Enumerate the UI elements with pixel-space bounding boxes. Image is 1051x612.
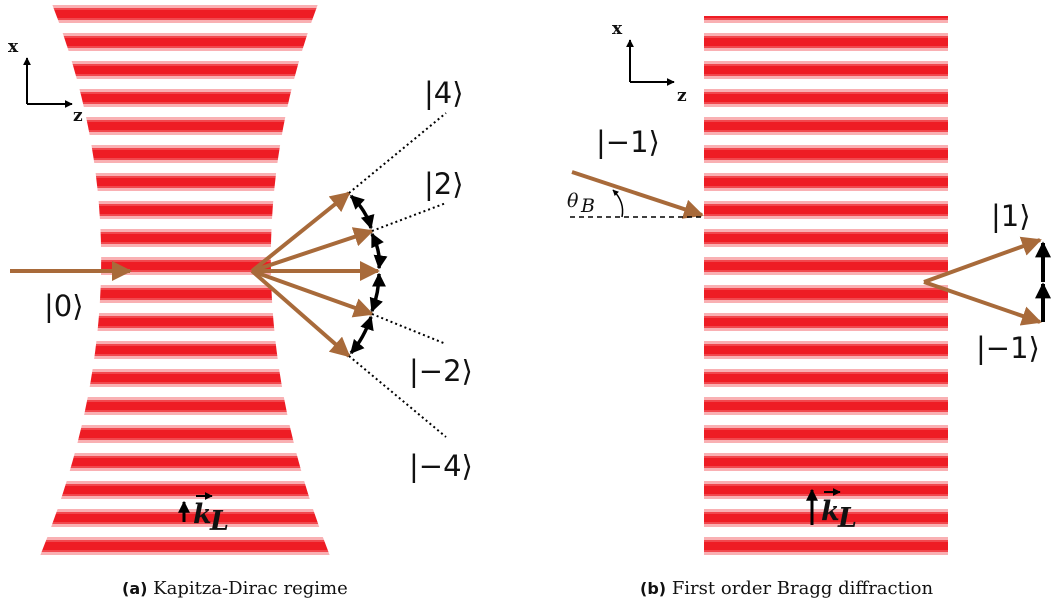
axis-x-label: x bbox=[8, 37, 19, 57]
axes-a: x z bbox=[8, 37, 83, 126]
panel-a: x z |0⟩ |4⟩ |2⟩ |−2⟩ |−4⟩ bbox=[8, 4, 473, 556]
kvec-label: k bbox=[193, 499, 212, 530]
state-m2-label: |−2⟩ bbox=[409, 354, 473, 388]
wavevector-a: k L bbox=[178, 492, 229, 537]
axis-z-label: z bbox=[677, 86, 687, 106]
order-4-arrow bbox=[250, 191, 351, 273]
incoming-state-label: |−1⟩ bbox=[596, 125, 660, 159]
out-state-1-label: |1⟩ bbox=[991, 199, 1031, 233]
state-4-label: |4⟩ bbox=[424, 76, 464, 110]
caption-a-text: Kapitza-Dirac regime bbox=[153, 578, 348, 599]
caption-a: (a) Kapitza-Dirac regime bbox=[122, 578, 348, 599]
caption-b: (b) First order Bragg diffraction bbox=[640, 578, 933, 599]
order-m4-arrow bbox=[250, 269, 351, 358]
out-state-m1-label: |−1⟩ bbox=[976, 331, 1040, 365]
axis-z-label: z bbox=[73, 106, 83, 126]
bragg-angle-arc bbox=[612, 189, 624, 218]
state-0-label: |0⟩ bbox=[44, 289, 84, 323]
laser-beam-waist bbox=[40, 4, 330, 556]
momentum-kick-arc bbox=[349, 194, 388, 355]
state-m4-label: |−4⟩ bbox=[409, 449, 473, 483]
caption-a-tag: (a) bbox=[122, 579, 148, 598]
out-order-1-arrow bbox=[923, 236, 1042, 284]
diffracted-arrows bbox=[250, 191, 380, 358]
axes-b: x z bbox=[612, 19, 687, 106]
kvec-sub: L bbox=[837, 503, 857, 534]
wavevector-b: k L bbox=[806, 488, 857, 534]
axis-x-label: x bbox=[612, 19, 623, 39]
order-m2-arrow bbox=[251, 269, 374, 318]
kvec-sub: L bbox=[209, 506, 229, 537]
panel-b: x z |−1⟩ θ B |1⟩ |−1⟩ k L bbox=[567, 16, 1051, 556]
out-order-m1-arrow bbox=[923, 280, 1042, 326]
kvec-label: k bbox=[821, 496, 840, 527]
caption-b-tag: (b) bbox=[640, 579, 667, 598]
order-2-arrow bbox=[251, 227, 374, 273]
bragg-angle-symbol: θ bbox=[567, 190, 579, 212]
bragg-angle-sub: B bbox=[580, 195, 595, 217]
incoming-atom-arrow bbox=[571, 170, 704, 219]
caption-b-text: First order Bragg diffraction bbox=[671, 578, 934, 599]
state-2-label: |2⟩ bbox=[424, 167, 464, 201]
laser-beam-uniform bbox=[704, 16, 948, 556]
order-guide-lines bbox=[348, 112, 447, 438]
